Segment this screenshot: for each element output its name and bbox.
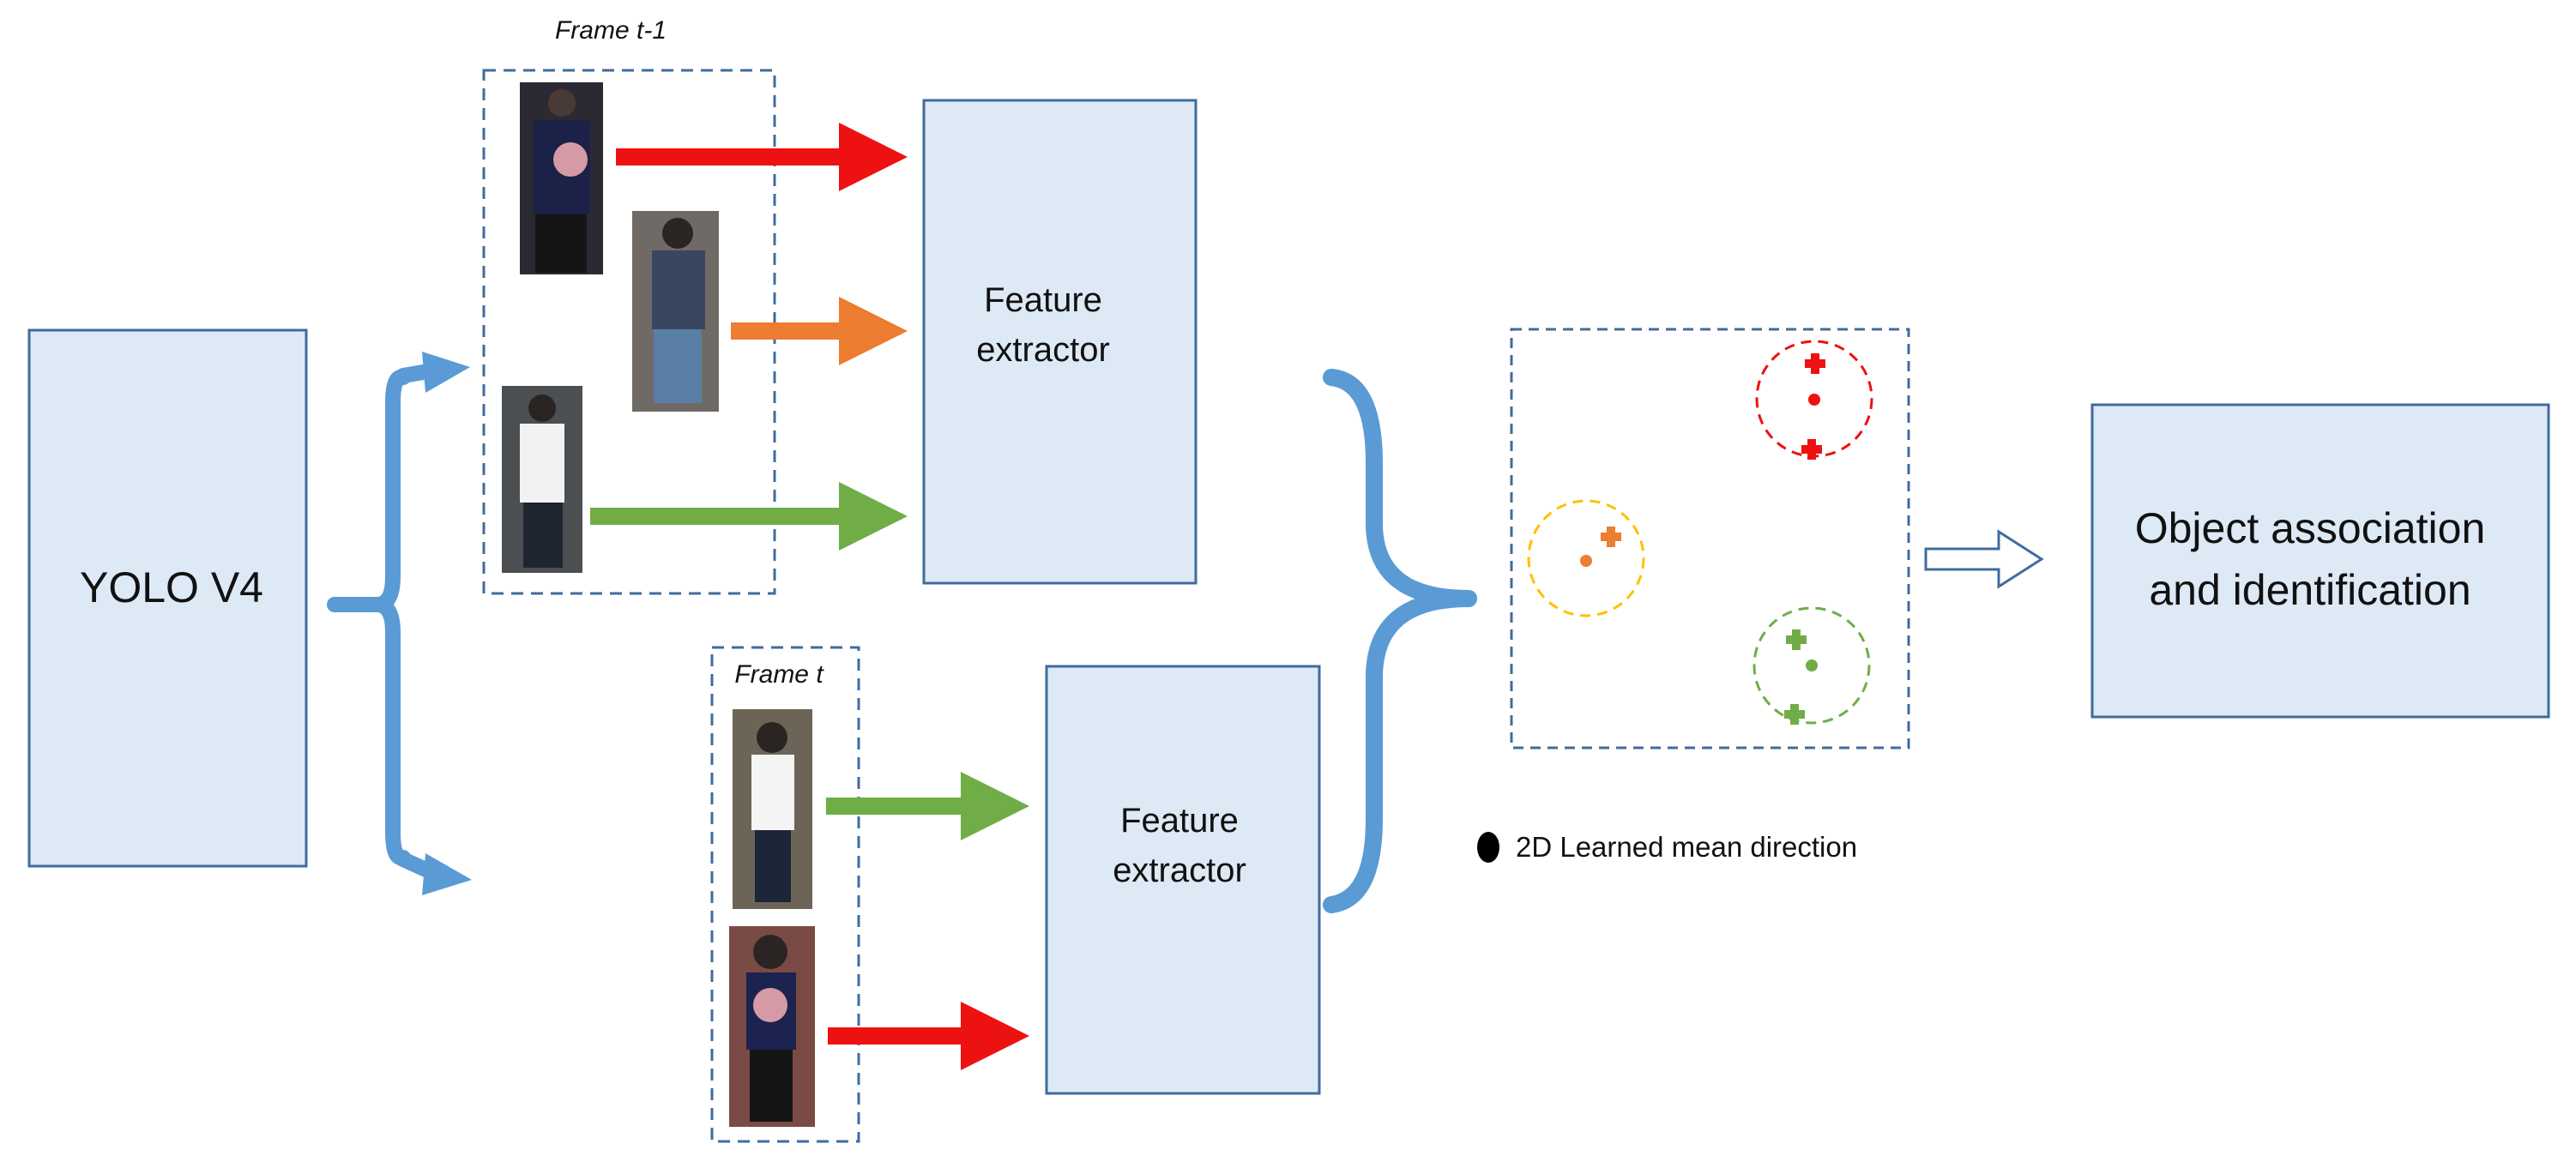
brace-arrowhead-top <box>422 352 470 393</box>
frame-prev-label: Frame t-1 <box>555 16 667 45</box>
plus-marker-icon <box>1805 353 1825 374</box>
brace-arrowhead-bottom <box>422 853 472 895</box>
plus-marker-icon <box>1786 629 1807 650</box>
frame-curr-label: Frame t <box>734 660 824 689</box>
cluster-orange <box>1527 499 1645 617</box>
yolo-label: YOLO V4 <box>80 563 263 611</box>
frame-curr-box <box>710 646 860 1143</box>
plus-marker-icon <box>1784 704 1805 725</box>
person-crop-4 <box>733 709 812 909</box>
mean-dot-icon <box>1808 394 1820 406</box>
mean-dot-icon <box>1806 659 1818 671</box>
extractor-top-line1: Feature <box>984 281 1102 319</box>
extractor-bottom-line2: extractor <box>1113 852 1246 889</box>
plus-marker-icon <box>1601 527 1621 547</box>
legend-label: 2D Learned mean direction <box>1516 831 1857 863</box>
object-association-box: Object association and identification <box>2090 403 2550 719</box>
plus-marker-icon <box>1801 439 1822 460</box>
person-crop-2 <box>632 211 719 412</box>
person-crop-3 <box>502 386 582 573</box>
feature-extractor-top: Feature extractor <box>922 99 1198 585</box>
hollow-arrow-output <box>1924 529 2044 589</box>
person-crop-5 <box>729 926 815 1127</box>
split-brace <box>327 363 441 881</box>
merge-brace <box>1323 369 1477 913</box>
cluster-red <box>1755 340 1873 460</box>
yolo-box: YOLO V4 <box>27 328 308 868</box>
person-crop-1 <box>520 82 603 274</box>
mean-dot-icon <box>1580 555 1592 567</box>
extractor-bottom-line1: Feature <box>1120 802 1239 840</box>
extractor-top-line2: extractor <box>976 331 1110 369</box>
output-line2: and identification <box>2149 566 2470 614</box>
output-line1: Object association <box>2135 504 2486 552</box>
ellipse-marker-icon <box>1477 832 1499 863</box>
cluster-green <box>1753 606 1871 725</box>
embedding-space-box <box>1510 328 1910 750</box>
feature-extractor-bottom: Feature extractor <box>1045 665 1321 1095</box>
